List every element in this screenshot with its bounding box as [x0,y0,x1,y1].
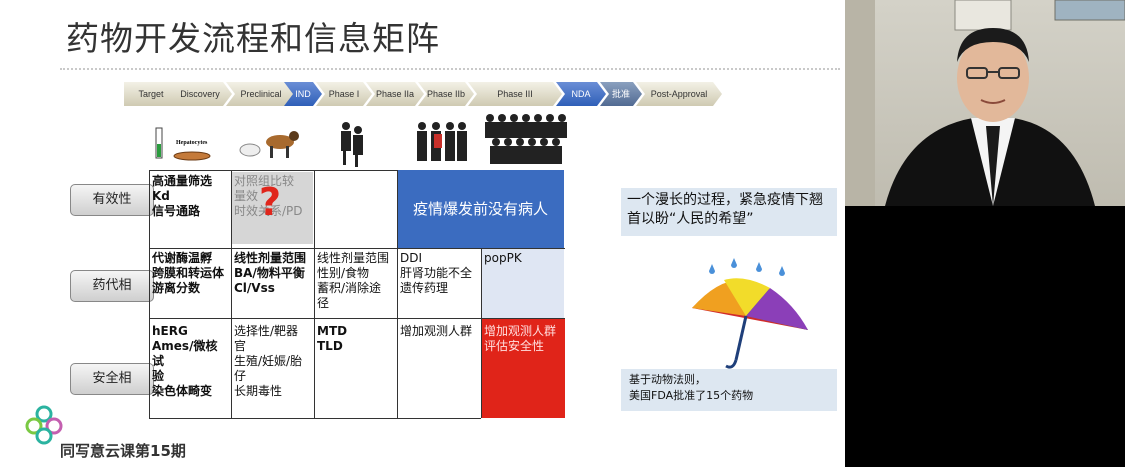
cell-safety-phase3: 增加观测人群 评估安全性 [484,324,557,353]
cell-safety-phase2: 增加观测人群 [400,324,473,338]
grid-line [231,170,232,418]
cell-pk-phase1: 线性剂量范围 性别/食物 蓄积/消除途 径 [317,251,390,310]
slide-title: 药物开发流程和信息矩阵 [66,19,440,58]
cell-efficacy-preclinical: 对照组比较 量效 时效关系/PD [234,174,303,218]
logo-text: 同写意云课第15期 [60,442,186,460]
cell-safety-preclinical: 选择性/靶器 官 生殖/妊娠/胎 仔 长期毒性 [234,324,303,398]
cell-efficacy-discovery: 高通量筛选 Kd 信号通路 [152,174,213,218]
video-black-area [845,206,1125,467]
grid-line [149,170,150,418]
grid-line [149,248,565,249]
grid-line [314,170,315,418]
pk-blue-bg [481,248,564,318]
phase-arrow: Phase I [316,82,372,106]
logo-icon [22,402,66,450]
presenter-video [845,0,1125,206]
grid-line [397,170,398,418]
phase-arrow: IND [284,82,322,106]
hepatocytes-label: Hepatocytes [176,140,208,146]
divider [60,68,840,70]
grid-line [149,418,481,419]
cell-safety-phase1: MTD TLD [317,324,348,353]
mouse-dog-icon [236,126,300,164]
phase-arrow: Post-Approval [636,82,722,106]
grid-line [149,318,565,319]
callout-animal-rule: 基于动物法则， 美国FDA批准了15个药物 [621,369,837,411]
phase-arrow: Phase IIb [418,82,474,106]
cell-safety-discovery: hERG Ames/微核试 验 染色体畸变 [152,324,218,398]
grid-line [481,248,482,418]
cell-pk-phase2: DDI 肝肾功能不全 遗传药理 [400,251,473,295]
umbrella-icon [684,256,814,380]
row-label-pk: 药代相 [70,270,154,302]
phase-arrow: NDA [556,82,606,106]
cell-pk-preclinical: 线性剂量范围 BA/物料平衡 Cl/Vss [234,251,307,295]
people-small-icon [338,120,368,172]
efficacy-blue-box: 疫情爆发前没有病人 [397,170,564,248]
cell-pk-phase3: popPK [484,251,522,265]
phase-arrow: Phase III [468,82,562,106]
phase-arrow: Discovery [168,82,232,106]
phase-arrow: Preclinical [226,82,296,106]
safety-red-bg [481,318,565,418]
callout-long-process: 一个漫长的过程，紧急疫情下翘首以盼“人民的希望” [621,188,837,236]
phase-arrow: Phase IIa [366,82,424,106]
crowd-large-icon [484,112,568,172]
control-cell-bg [232,172,313,244]
crowd-medium-icon [414,118,470,170]
cell-pk-discovery: 代谢酶温孵 跨膜和转运体 游离分数 [152,251,225,295]
row-label-efficacy: 有效性 [70,184,154,216]
question-mark: ? [259,180,282,224]
grid-line [149,170,397,171]
test-tube-icon: Hepatocytes [150,122,230,168]
phase-arrow: 批准 [600,82,642,106]
phase-arrow: Target [124,82,178,106]
row-label-safety: 安全相 [70,363,154,395]
